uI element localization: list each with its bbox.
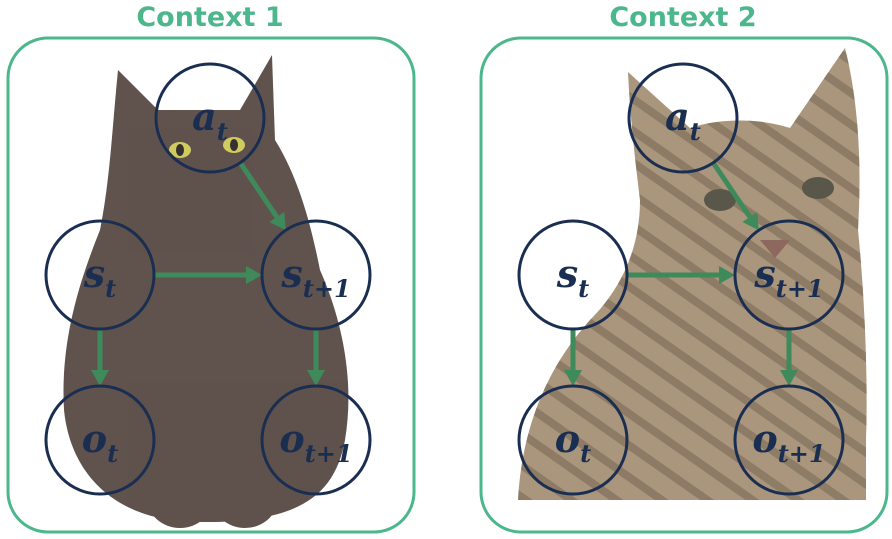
node-label-subscript: t+1: [776, 274, 824, 303]
node-a_t: at: [154, 62, 266, 174]
node-label: ot+1: [279, 416, 352, 468]
arrowhead-icon: [307, 370, 325, 386]
node-label-base: o: [279, 416, 304, 461]
node-s_t1: st+1: [733, 219, 845, 331]
cat-nose-icon: [760, 240, 790, 258]
arrowhead-icon: [269, 211, 286, 231]
context-1-border: [6, 36, 416, 534]
arrowhead-icon: [719, 266, 735, 284]
node-o_t1: ot+1: [733, 384, 845, 496]
node-label: st+1: [753, 251, 823, 303]
node-label-base: o: [82, 416, 107, 461]
node-label-subscript: t: [105, 274, 116, 303]
node-label: ot+1: [752, 416, 825, 468]
node-label: ot: [82, 416, 118, 468]
node-s_t: st: [517, 219, 629, 331]
edge-a_t-to-s_t1: [238, 161, 279, 219]
node-label-subscript: t+1: [303, 274, 351, 303]
node-o_t: ot: [517, 384, 629, 496]
node-o_t: ot: [44, 384, 156, 496]
node-label-subscript: t: [580, 439, 591, 468]
node-s_t: st: [44, 219, 156, 331]
context-2-title: Context 2: [609, 2, 757, 33]
node-label: at: [665, 94, 701, 146]
node-label-base: s: [556, 251, 578, 296]
node-label-subscript: t+1: [778, 439, 826, 468]
node-o_t1: ot+1: [260, 384, 372, 496]
node-label-base: o: [752, 416, 777, 461]
node-label: at: [192, 94, 228, 146]
node-label: st+1: [280, 251, 350, 303]
arrowhead-icon: [742, 211, 759, 231]
node-label-subscript: t+1: [305, 439, 353, 468]
node-label-base: o: [555, 416, 580, 461]
arrowhead-icon: [246, 266, 262, 284]
arrowhead-icon: [91, 370, 109, 386]
context-2-border: [479, 36, 889, 534]
node-s_t1: st+1: [260, 219, 372, 331]
context-1-title: Context 1: [136, 2, 284, 33]
cat-eye-icon: [704, 189, 736, 211]
node-label-base: a: [665, 94, 690, 139]
node-label: ot: [555, 416, 591, 468]
node-label: st: [83, 251, 117, 303]
node-label-base: s: [83, 251, 105, 296]
node-a_t: at: [627, 62, 739, 174]
node-label-subscript: t: [107, 439, 118, 468]
arrowhead-icon: [564, 370, 582, 386]
node-label-base: s: [753, 251, 775, 296]
cat-eye-icon: [802, 177, 834, 199]
node-label-subscript: t: [217, 117, 228, 146]
black-cat-photo: [63, 55, 349, 528]
node-label-base: a: [192, 94, 217, 139]
node-label-subscript: t: [690, 117, 701, 146]
arrowhead-icon: [780, 370, 798, 386]
node-label-base: s: [280, 251, 302, 296]
edge-a_t-to-s_t1: [711, 161, 752, 219]
node-label-subscript: t: [578, 274, 589, 303]
node-label: st: [556, 251, 590, 303]
